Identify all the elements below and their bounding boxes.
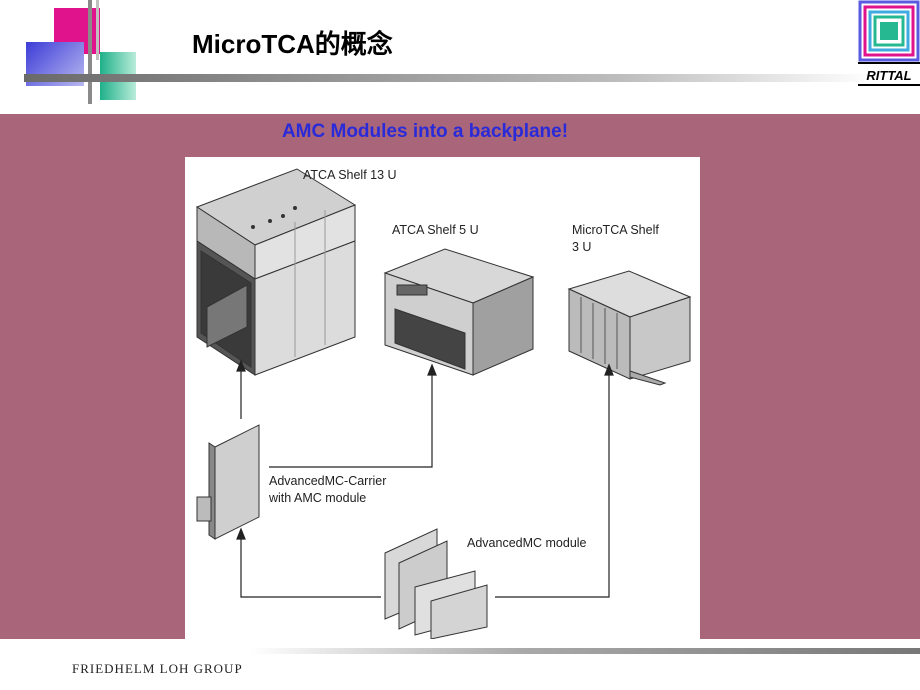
label-amc-carrier: AdvancedMC-Carrier with AMC module [269, 474, 387, 505]
footer-divider [250, 648, 920, 654]
deco-vertical-line [88, 0, 92, 104]
deco-vertical-line-2 [96, 0, 99, 60]
label-microtca-shelf: MicroTCA Shelf 3 U [572, 223, 659, 254]
atca-shelf-5u-drawing [383, 248, 535, 376]
microtca-shelf-3u-drawing [567, 270, 692, 386]
logo-text: RITTAL [866, 68, 911, 83]
slide-subtitle: AMC Modules into a backplane! [281, 121, 569, 142]
amc-modules-drawing [384, 528, 488, 639]
page-title: MicroTCA的概念 [192, 29, 393, 59]
rittal-logo-icon: RITTAL [858, 0, 920, 90]
label-atca-shelf-13u: ATCA Shelf 13 U [303, 168, 397, 182]
slide-body: AMC Modules into a backplane! [0, 114, 920, 639]
slide-header: MicroTCA的概念 RITTAL [0, 0, 920, 112]
amc-diagram-drawing [195, 168, 692, 639]
label-amc-module: AdvancedMC module [467, 536, 587, 550]
amc-carrier-drawing [196, 424, 260, 540]
atca-shelf-13u-drawing [195, 168, 357, 376]
amc-diagram: ATCA Shelf 13 U ATCA Shelf 5 U MicroTCA … [185, 157, 700, 639]
footer-company: FRIEDHELM LOH GROUP [72, 661, 243, 676]
label-atca-shelf-5u: ATCA Shelf 5 U [392, 223, 479, 237]
connection-arrows [236, 359, 614, 598]
slide-footer: FRIEDHELM LOH GROUP [0, 639, 920, 690]
header-divider [24, 74, 874, 82]
